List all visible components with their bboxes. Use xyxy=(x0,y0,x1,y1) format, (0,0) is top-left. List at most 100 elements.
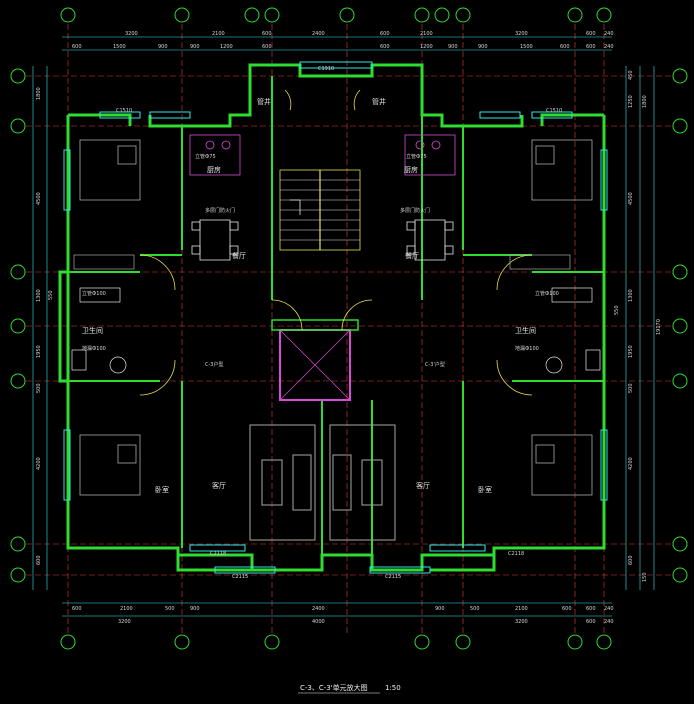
note-pipe100-right: 立管Ф100 xyxy=(535,290,559,297)
left-dimensions: 1800 4500 1300 550 1950 500 4200 600 xyxy=(36,87,54,565)
dim-top-1: 2100 xyxy=(420,31,433,37)
note-pipe-right: 立管Ф75 xyxy=(406,153,427,160)
dim-bottom-1: 2100 xyxy=(515,606,528,612)
bathroom-fixtures xyxy=(71,287,601,374)
interior-walls xyxy=(68,76,604,555)
dim-bottom-1: 500 xyxy=(165,606,175,612)
note-pipe100-left: 立管Ф100 xyxy=(82,290,106,297)
room-labels: 管井 管井 厨房 厨房 餐厅 餐厅 卫生间 卫生间 客厅 客厅 卧室 卧室 xyxy=(82,97,536,494)
elevator xyxy=(271,319,359,401)
dim-top-2: 600 xyxy=(560,44,570,50)
dim-top-2: 240 xyxy=(604,44,614,50)
drawing-scale-text: 1:50 xyxy=(385,684,401,692)
note-door-right: 多层门防火门 xyxy=(400,207,430,214)
dim-right: 500 xyxy=(628,383,634,393)
label-kitchen-right: 厨房 xyxy=(404,165,418,174)
window-tag-bottom-mid-left: C2115 xyxy=(232,574,248,580)
dim-top-1: 3200 xyxy=(515,31,528,37)
dim-top-2: 600 xyxy=(586,44,596,50)
dim-right: 1300 xyxy=(628,289,634,302)
dim-right: 1950 xyxy=(628,345,634,358)
window-tag-right: C1510 xyxy=(546,108,562,114)
unit-tag-left: C-3户型 xyxy=(205,361,223,368)
dim-bottom-2: 600 xyxy=(586,619,596,625)
unit-tag-right: C-3'户型 xyxy=(425,361,445,368)
annotations: 立管Ф75 立管Ф75 立管Ф100 立管Ф100 地漏Ф100 地漏Ф100 … xyxy=(82,66,562,580)
dim-top-2: 600 xyxy=(380,44,390,50)
dim-left: 4500 xyxy=(36,192,42,205)
staircase xyxy=(279,169,361,251)
dim-bottom-1: 600 xyxy=(586,606,596,612)
dim-top-1: 240 xyxy=(604,31,614,37)
label-kitchen-left: 厨房 xyxy=(207,165,221,174)
dim-bottom-1: 900 xyxy=(190,606,200,612)
dim-bottom-1: 2400 xyxy=(312,606,325,612)
dim-bottom-1: 240 xyxy=(604,606,614,612)
label-living-left: 客厅 xyxy=(212,481,226,490)
dim-bottom-1: 600 xyxy=(72,606,82,612)
dim-left: 550 xyxy=(48,290,54,300)
dim-top-2: 900 xyxy=(478,44,488,50)
dim-top-2: 1500 xyxy=(520,44,533,50)
dim-right-total: 19170 xyxy=(656,319,662,335)
dim-top-1: 600 xyxy=(262,31,272,37)
window-tag-bottom-mid-right: C2115 xyxy=(385,574,401,580)
dim-top-1: 3200 xyxy=(125,31,138,37)
label-dining-right: 餐厅 xyxy=(405,251,419,260)
window-tag-left: C1510 xyxy=(116,108,132,114)
dim-bottom-1: 900 xyxy=(435,606,445,612)
dim-right: 450 xyxy=(628,70,634,80)
windows xyxy=(63,61,608,574)
dim-bottom-1: 500 xyxy=(470,606,480,612)
bottom-dimension-row-2: 3200 4000 3200 600 240 xyxy=(118,619,614,625)
axis-bubbles xyxy=(10,7,688,650)
dim-left: 500 xyxy=(36,383,42,393)
note-pipe-left: 立管Ф75 xyxy=(195,153,216,160)
dim-left: 4200 xyxy=(36,457,42,470)
dim-right: 4200 xyxy=(628,457,634,470)
window-tag-top: C1910 xyxy=(318,66,334,72)
dim-left: 1800 xyxy=(36,87,42,100)
dim-top-2: 600 xyxy=(262,44,272,50)
dim-right: 4500 xyxy=(628,192,634,205)
label-dining-left: 餐厅 xyxy=(232,251,246,260)
dim-right: 1800 xyxy=(642,95,648,108)
dim-top-1: 2400 xyxy=(312,31,325,37)
dim-top-1: 2100 xyxy=(212,31,225,37)
dim-right: 600 xyxy=(628,555,634,565)
dim-top-2: 900 xyxy=(158,44,168,50)
dim-bottom-1: 2100 xyxy=(120,606,133,612)
note-drain-right: 地漏Ф100 xyxy=(515,345,539,352)
dim-left: 1300 xyxy=(36,289,42,302)
exterior-walls xyxy=(58,63,606,572)
dim-top-2: 900 xyxy=(448,44,458,50)
label-bedroom-right: 卧室 xyxy=(478,485,492,494)
wardrobes xyxy=(73,254,571,270)
label-bath-left: 卫生间 xyxy=(82,326,103,335)
dim-bottom-2: 240 xyxy=(604,619,614,625)
label-living-right: 客厅 xyxy=(416,481,430,490)
dim-top-1: 600 xyxy=(380,31,390,37)
dim-top-2: 1500 xyxy=(113,44,126,50)
kitchen-fixtures xyxy=(189,134,456,176)
label-shaft-left: 管井 xyxy=(257,97,271,106)
drawing-title-text: C-3、C-3'单元放大图 xyxy=(300,683,368,692)
dim-bottom-2: 4000 xyxy=(312,619,325,625)
note-drain-left: 地漏Ф100 xyxy=(82,345,106,352)
dimension-lines xyxy=(32,36,655,617)
bottom-dimension-row-1: 600 2100 500 900 2400 900 500 2100 600 6… xyxy=(72,606,614,612)
sofas xyxy=(249,424,396,541)
top-dimension-row-1: 3200 2100 600 2400 600 2100 3200 600 240 xyxy=(125,31,614,37)
dining-tables xyxy=(191,219,454,261)
dim-right: 550 xyxy=(614,305,620,315)
drawing-title: C-3、C-3'单元放大图 1:50 xyxy=(298,683,401,694)
label-shaft-right: 管井 xyxy=(372,97,386,106)
beds xyxy=(79,139,593,496)
dim-top-2: 1200 xyxy=(420,44,433,50)
right-dimensions: 450 1250 1800 4500 1300 550 1950 500 420… xyxy=(614,70,662,582)
dim-right: 150 xyxy=(642,572,648,582)
dim-left: 600 xyxy=(36,555,42,565)
dim-top-1: 600 xyxy=(586,31,596,37)
